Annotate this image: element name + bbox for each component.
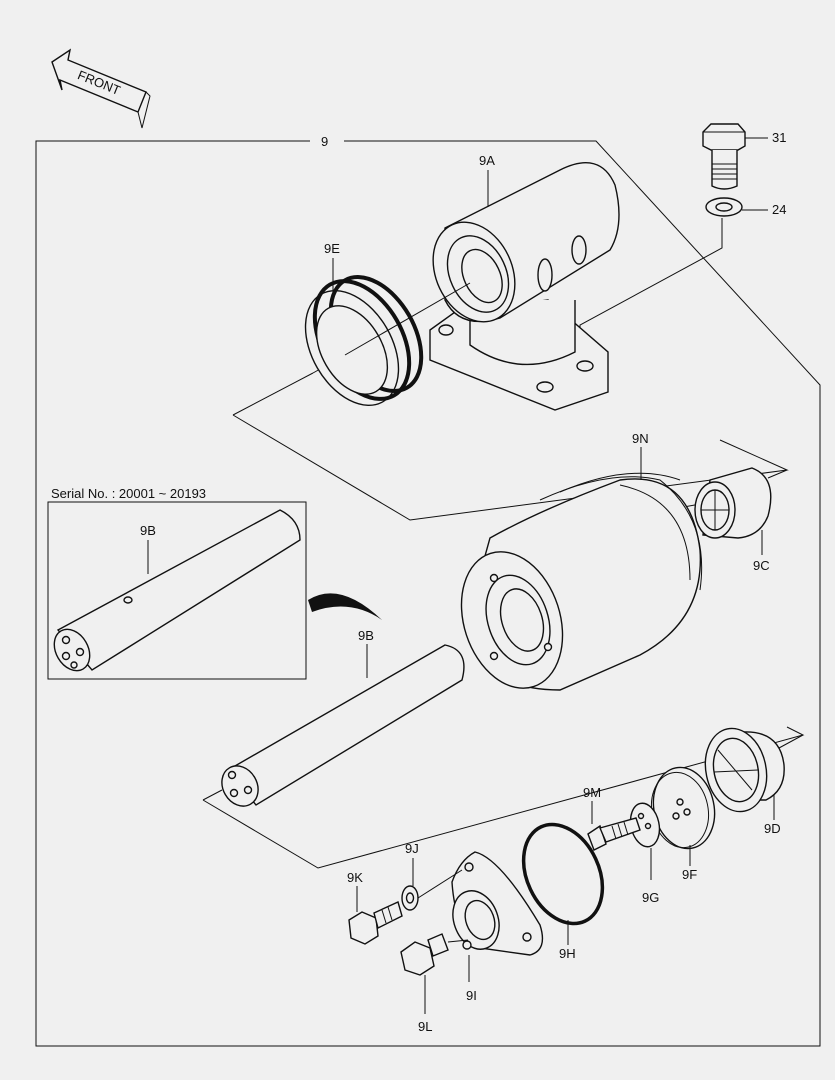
screw-9M: [587, 817, 641, 851]
serial-note: Serial No. : 20001 ~ 20193: [51, 486, 206, 501]
bolt-31: [702, 123, 746, 190]
callout-9G: 9G: [642, 890, 659, 905]
seal-ring-9E: [304, 275, 424, 406]
callout-9A: 9A: [479, 153, 495, 168]
bushing-9C: [694, 467, 772, 539]
callout-9B: 9B: [358, 628, 374, 643]
callout-9C: 9C: [753, 558, 770, 573]
bolt-9L: [400, 933, 449, 976]
callout-9I: 9I: [466, 988, 477, 1003]
callout-9J: 9J: [405, 841, 419, 856]
guide-lower: [202, 726, 805, 869]
assembly-label: 9: [321, 134, 328, 149]
callout-9M: 9M: [583, 785, 601, 800]
o-ring-9H: [521, 822, 605, 926]
flanged-bushing-9D: [704, 727, 785, 813]
callout-9H: 9H: [559, 946, 576, 961]
serial-inset-box: [47, 501, 307, 680]
callout-24: 24: [772, 202, 786, 217]
callout-9B-inset: 9B: [140, 523, 156, 538]
direction-arrow: [308, 593, 382, 620]
roller-body-9N: [460, 472, 703, 691]
front-arrow: FRONT: [51, 48, 151, 129]
callout-9D: 9D: [764, 821, 781, 836]
bolt-9K: [348, 901, 403, 945]
assembly-frame: [35, 140, 821, 1047]
bracket-housing-9A: [429, 162, 620, 411]
callout-9N: 9N: [632, 431, 649, 446]
washer-24: [705, 197, 743, 217]
callout-31: 31: [772, 130, 786, 145]
callout-9F: 9F: [682, 867, 697, 882]
shaft-9B: [221, 644, 465, 807]
callout-9K: 9K: [347, 870, 363, 885]
callout-9L: 9L: [418, 1019, 432, 1034]
pin-9B-inset: [53, 509, 301, 672]
callout-9E: 9E: [324, 241, 340, 256]
end-cap-9I: [451, 851, 544, 956]
washer-9J: [401, 885, 419, 911]
